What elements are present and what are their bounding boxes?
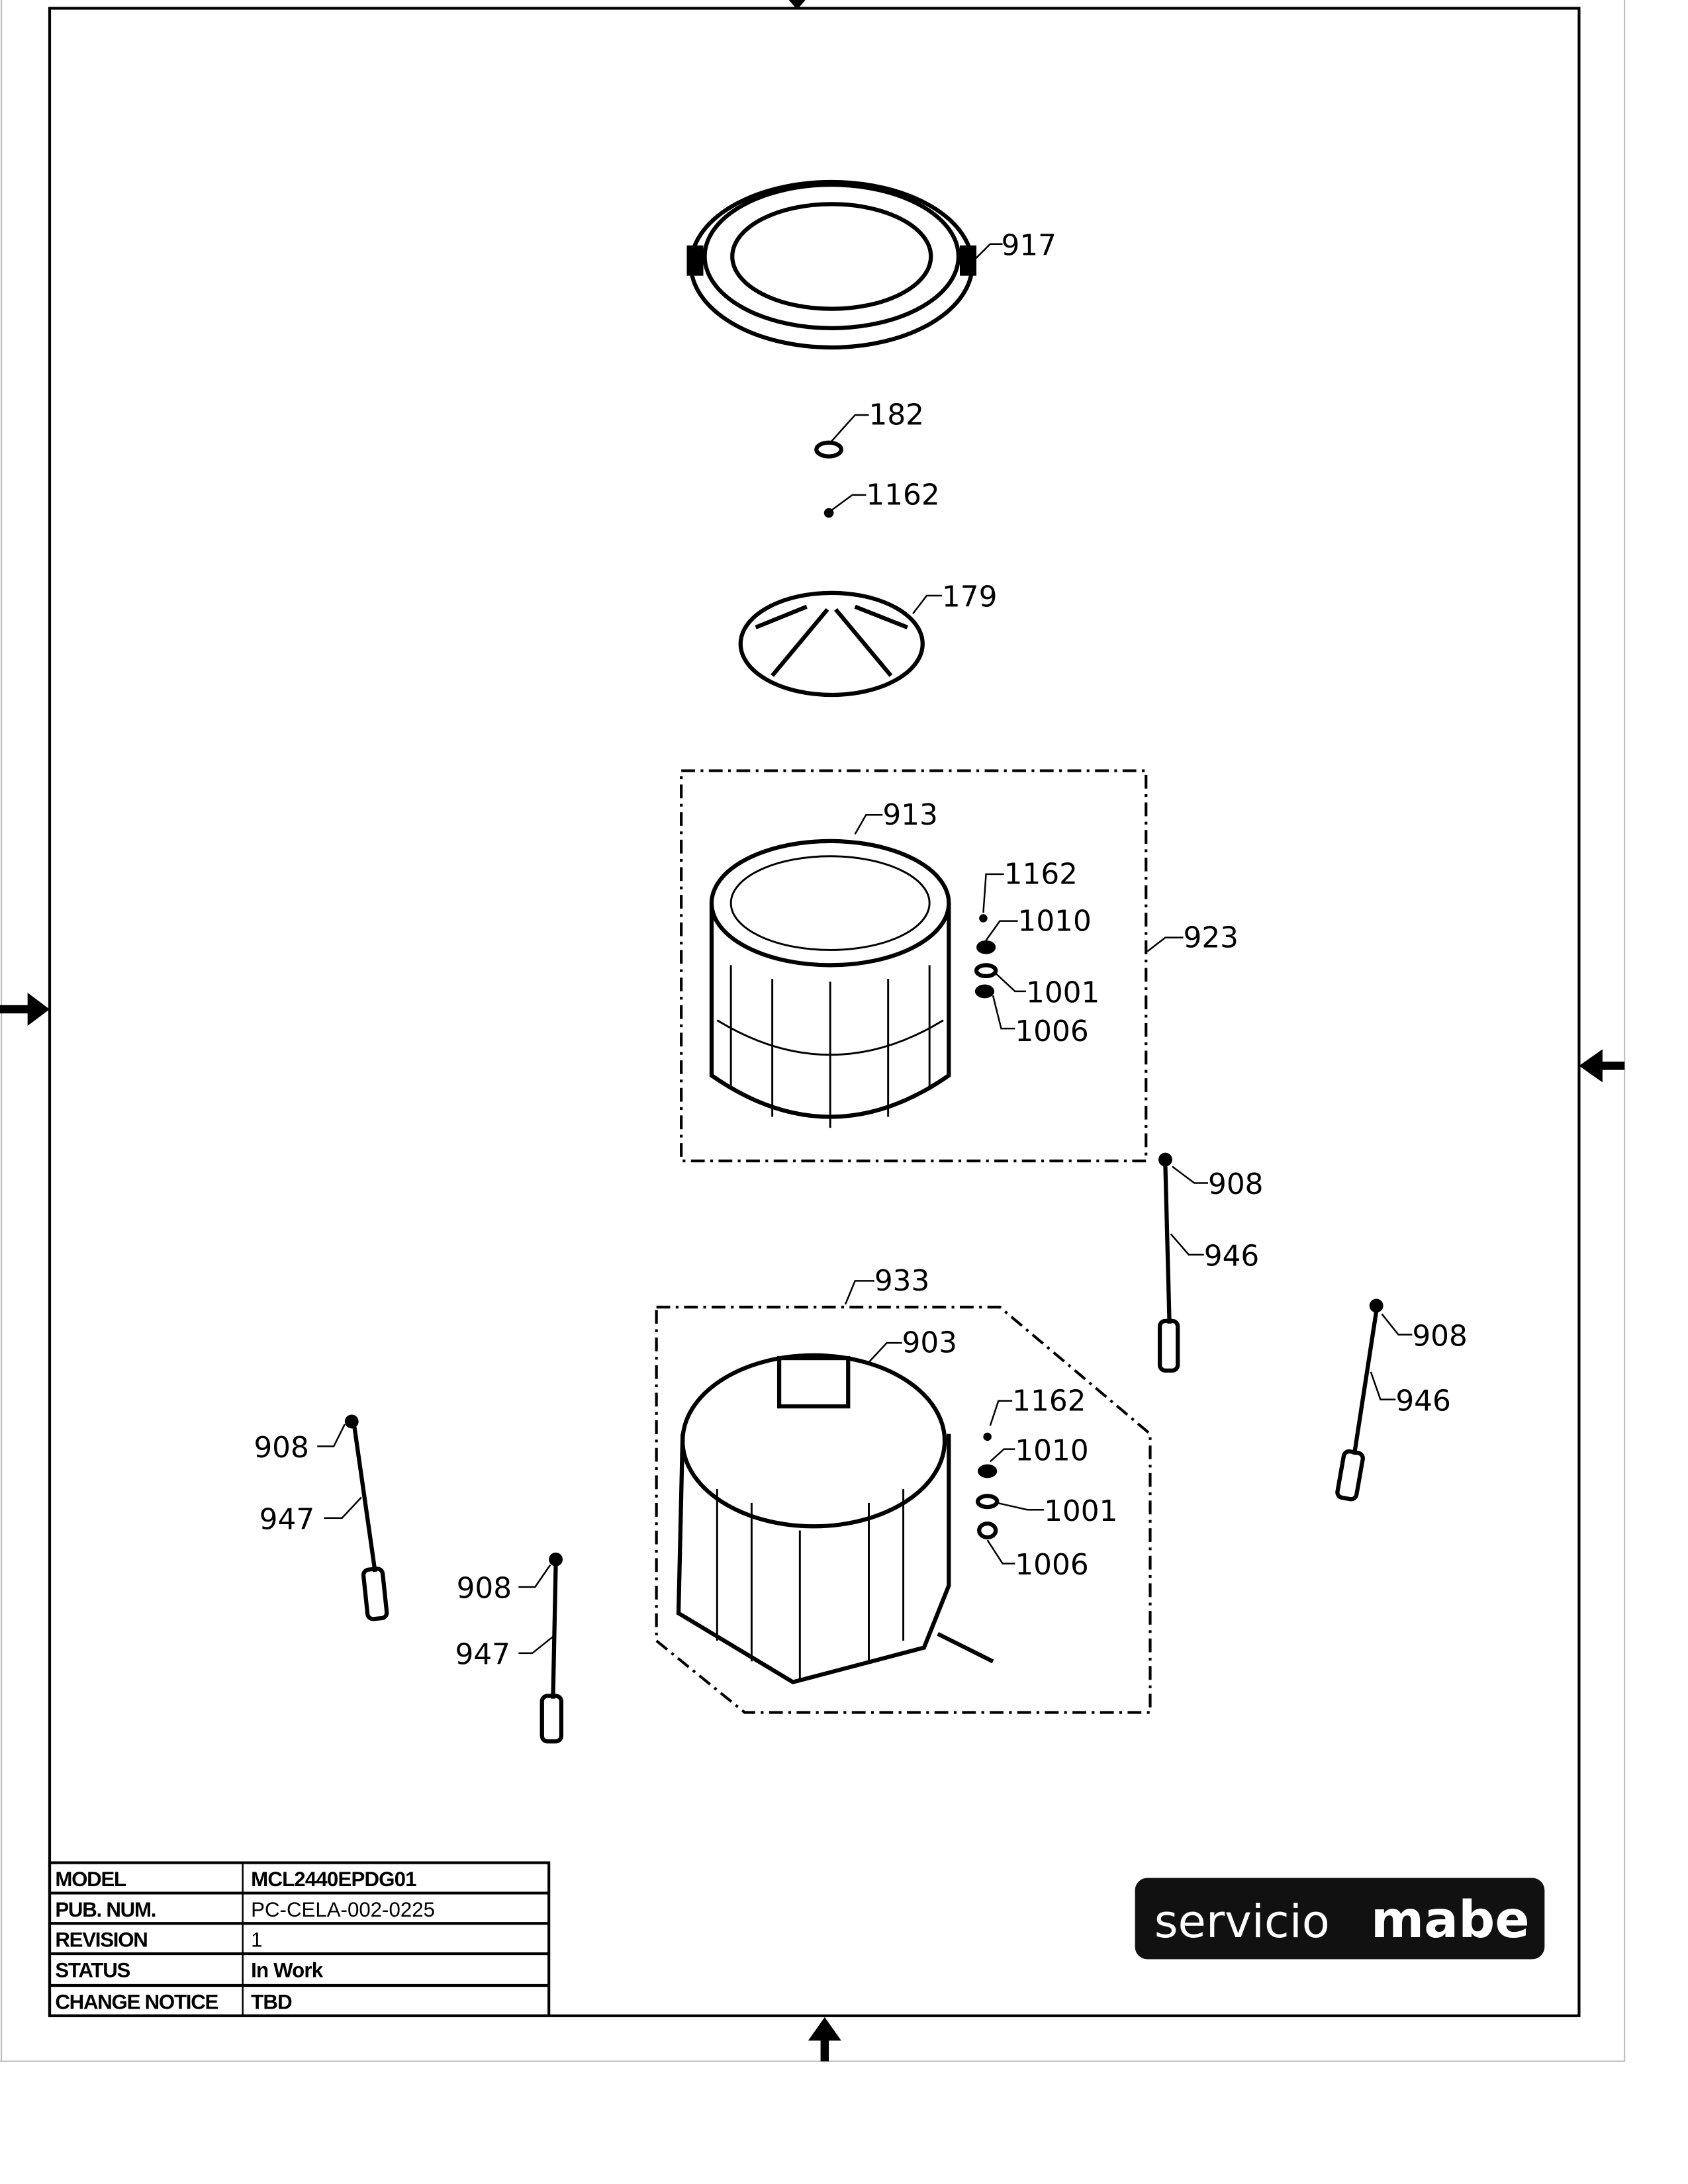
- rod-946-b: [1335, 1298, 1383, 1502]
- title-block-value-pub-num: PC-CELA-002-0225: [251, 1898, 435, 1921]
- title-block-label-status: STATUS: [55, 1959, 130, 1982]
- callout-903: 903: [902, 1326, 958, 1360]
- part-917-ring: [686, 179, 976, 350]
- part-1162-screw: [823, 508, 834, 518]
- title-block-label-revision: REVISION: [55, 1929, 147, 1952]
- title-block-value-model: MCL2440EPDG01: [251, 1868, 416, 1891]
- callout-908: 908: [1412, 1319, 1468, 1353]
- servicio-mabe-logo: servicio mabe: [1135, 1878, 1545, 1960]
- title-block: MODEL MCL2440EPDG01 PUB. NUM. PC-CELA-00…: [48, 1861, 551, 2017]
- title-block-label-change-notice: CHANGE NOTICE: [55, 1990, 218, 2013]
- title-block-value-status: In Work: [251, 1959, 324, 1982]
- part-179-impeller: [738, 590, 925, 698]
- rod-946-a: [1157, 1152, 1180, 1373]
- leader-lines: [317, 243, 1413, 1655]
- callout-946: 946: [1204, 1240, 1260, 1273]
- callout-1162: 1162: [866, 478, 939, 512]
- fasteners-923: [974, 914, 998, 999]
- part-182: [814, 440, 843, 459]
- assembly-923-boundary: [680, 769, 1148, 1163]
- rod-947-a: [344, 1414, 389, 1621]
- callout-908: 908: [457, 1572, 512, 1606]
- callout-1001: 1001: [1026, 976, 1100, 1010]
- callout-1006: 1006: [1015, 1548, 1088, 1582]
- callout-947: 947: [259, 1502, 315, 1536]
- callout-947: 947: [455, 1638, 511, 1672]
- callout-1001: 1001: [1044, 1494, 1117, 1528]
- arrow-top-icon: [788, 0, 806, 10]
- fasteners-933: [975, 1432, 1000, 1540]
- rod-947-b: [539, 1552, 564, 1744]
- title-block-label-pub-num: PUB. NUM.: [55, 1898, 156, 1921]
- callout-908: 908: [254, 1431, 309, 1465]
- drawing-border: [48, 7, 1581, 2017]
- callout-946: 946: [1395, 1384, 1451, 1418]
- callout-933: 933: [874, 1264, 930, 1298]
- arrow-right-icon: [1579, 1049, 1625, 1083]
- callout-923: 923: [1184, 921, 1239, 954]
- callout-917: 917: [1002, 228, 1057, 262]
- part-903-tub: [676, 1353, 994, 1685]
- callout-179: 179: [942, 580, 998, 614]
- callout-1162: 1162: [1004, 857, 1078, 891]
- title-block-label-model: MODEL: [55, 1868, 126, 1891]
- arrow-left-icon: [0, 993, 50, 1026]
- arrow-bottom-icon: [808, 2017, 841, 2062]
- callout-1006: 1006: [1015, 1015, 1088, 1048]
- logo-text-servicio: servicio: [1154, 1895, 1330, 1948]
- callout-1010: 1010: [1015, 1433, 1088, 1467]
- callout-913: 913: [882, 798, 938, 832]
- callout-182: 182: [869, 398, 925, 432]
- callout-1010: 1010: [1018, 904, 1092, 938]
- assembly-933-boundary: [655, 1305, 1152, 1714]
- callout-1162: 1162: [1012, 1384, 1086, 1418]
- title-block-value-revision: 1: [251, 1929, 262, 1952]
- logo-text-mabe: mabe: [1371, 1890, 1530, 1950]
- title-block-value-change-notice: TBD: [251, 1990, 292, 2013]
- callout-908: 908: [1208, 1167, 1264, 1201]
- part-913-basket: [709, 839, 951, 1128]
